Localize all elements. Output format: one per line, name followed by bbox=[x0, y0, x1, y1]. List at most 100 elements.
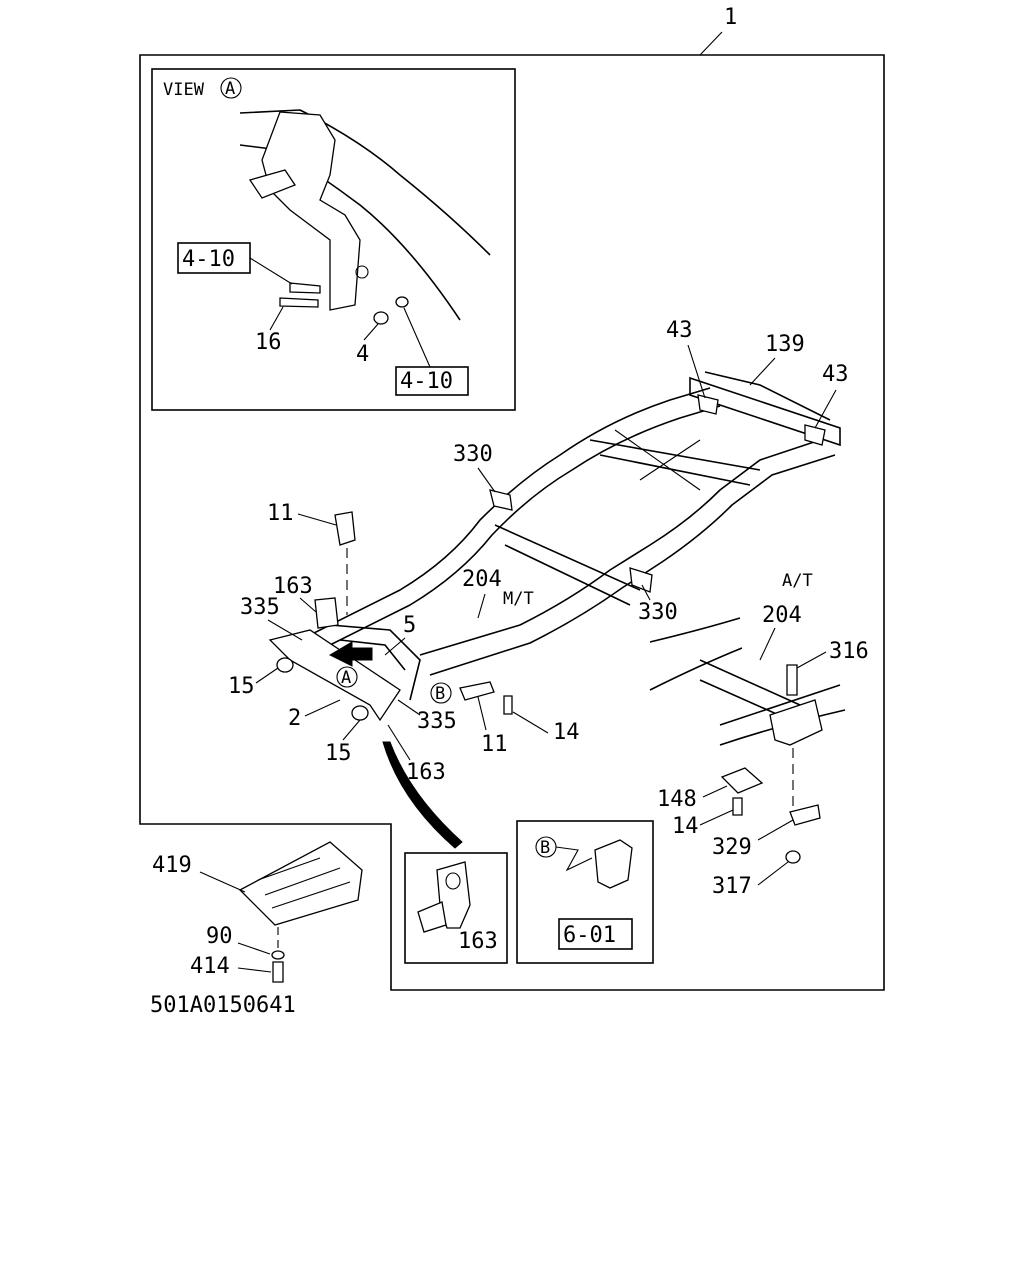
bracket-11-top bbox=[334, 511, 356, 546]
at-crossmember bbox=[649, 617, 846, 746]
circle-a-marker bbox=[336, 666, 358, 688]
label-5: 5 bbox=[403, 613, 416, 638]
leader-16 bbox=[269, 306, 284, 331]
circle-b-letter: B bbox=[435, 684, 445, 704]
at-mount bbox=[769, 699, 823, 746]
label-148: 148 bbox=[657, 787, 697, 812]
leader-335-bottom bbox=[397, 699, 421, 716]
label-43-right: 43 bbox=[822, 362, 849, 387]
leader-163-bottom bbox=[387, 724, 411, 761]
detail-arrow bbox=[382, 741, 463, 849]
ref-6-01: 6-01 bbox=[563, 923, 616, 948]
skid-plate-419 bbox=[238, 841, 363, 926]
label-204-mt: 204 bbox=[462, 567, 502, 592]
label-43-left: 43 bbox=[666, 318, 693, 343]
label-90: 90 bbox=[206, 924, 233, 949]
leader-148 bbox=[702, 785, 728, 798]
plate-148 bbox=[720, 767, 764, 794]
leader-1 bbox=[699, 31, 723, 56]
washer-4-10 bbox=[395, 296, 409, 308]
view-a-inset bbox=[151, 68, 516, 411]
leader-15-bottom bbox=[342, 719, 361, 741]
label-414: 414 bbox=[190, 954, 230, 979]
leader-317 bbox=[757, 861, 789, 886]
label-14-right: 14 bbox=[672, 814, 699, 839]
detail-box-b bbox=[516, 820, 654, 964]
leader-316 bbox=[796, 651, 827, 669]
label-11-bottom: 11 bbox=[481, 732, 508, 757]
detail-163-hole bbox=[445, 872, 461, 890]
leader-90 bbox=[237, 942, 271, 955]
leader-4-10-top bbox=[249, 257, 293, 285]
ref-4-10-top: 4-10 bbox=[182, 247, 235, 272]
leader-11-bottom bbox=[477, 696, 487, 731]
detail-b-leader bbox=[555, 846, 593, 872]
bracket-43-right bbox=[804, 424, 826, 446]
front-crossmember-5 bbox=[329, 624, 421, 701]
view-a-hole bbox=[355, 265, 369, 279]
ref-box-6-01[interactable] bbox=[558, 918, 633, 950]
leader-139 bbox=[749, 357, 776, 386]
frame-rear-rail-139 bbox=[704, 371, 831, 421]
label-1: 1 bbox=[724, 5, 737, 30]
detail-b-bracket bbox=[594, 839, 633, 889]
leader-14-right bbox=[699, 809, 734, 826]
bolt-14-right bbox=[732, 797, 743, 816]
leader-4 bbox=[363, 323, 379, 341]
leader-14-mid bbox=[512, 711, 549, 734]
label-316: 316 bbox=[829, 639, 869, 664]
skid-plate-ribs bbox=[257, 857, 351, 909]
arrow-view-a bbox=[328, 641, 373, 667]
leader-414 bbox=[237, 967, 272, 973]
leader-2 bbox=[304, 699, 341, 717]
label-detail-163: 163 bbox=[458, 929, 498, 954]
bracket-11-bottom bbox=[459, 681, 495, 701]
washer-90 bbox=[271, 950, 285, 960]
label-11-top: 11 bbox=[267, 501, 294, 526]
label-16: 16 bbox=[255, 330, 282, 355]
detail-box-163 bbox=[404, 852, 508, 964]
circle-a-letter: A bbox=[341, 668, 351, 688]
label-330-bottom: 330 bbox=[638, 600, 678, 625]
view-a-pad bbox=[248, 169, 296, 199]
bolt-14-mid bbox=[503, 695, 513, 715]
circle-b-marker bbox=[430, 682, 452, 704]
frame-mid-crossmember bbox=[494, 439, 761, 606]
leader-419 bbox=[199, 871, 246, 893]
label-419: 419 bbox=[152, 853, 192, 878]
label-4: 4 bbox=[356, 342, 369, 367]
label-330-top: 330 bbox=[453, 442, 493, 467]
leader-204-at bbox=[759, 627, 776, 661]
frame-left-rail bbox=[299, 387, 721, 656]
bolt-316 bbox=[786, 664, 798, 696]
leader-4-10-bottom bbox=[403, 307, 431, 368]
bolt-16 bbox=[279, 297, 319, 308]
leader-330-top bbox=[477, 467, 496, 493]
bolt-4-10 bbox=[289, 282, 321, 294]
leader-163-top bbox=[299, 597, 317, 613]
view-circle-letter: A bbox=[225, 79, 235, 99]
label-335-top: 335 bbox=[240, 595, 280, 620]
view-title: VIEW bbox=[163, 80, 205, 100]
leader-330-bottom bbox=[641, 584, 651, 601]
label-14-mid: 14 bbox=[553, 720, 580, 745]
frame-right-rail bbox=[419, 439, 836, 676]
leader-5 bbox=[384, 637, 406, 656]
label-204-at: 204 bbox=[762, 603, 802, 628]
bushing-15-left bbox=[276, 657, 294, 673]
detail-b-letter: B bbox=[540, 838, 550, 858]
detail-163-tube bbox=[417, 901, 447, 933]
frame-x-brace bbox=[614, 429, 701, 491]
nut-4 bbox=[373, 311, 389, 325]
nut-317 bbox=[785, 850, 801, 864]
frame-rear-crossmember bbox=[689, 376, 841, 447]
view-circle bbox=[220, 77, 242, 99]
leader-204-mt bbox=[477, 593, 486, 619]
leader-335-top bbox=[267, 619, 303, 641]
ref-box-4-10-bottom[interactable] bbox=[395, 366, 469, 396]
leader-15-top bbox=[255, 667, 279, 684]
assembly-outline bbox=[139, 54, 885, 991]
label-at: A/T bbox=[782, 571, 813, 591]
leader-329 bbox=[757, 819, 794, 841]
